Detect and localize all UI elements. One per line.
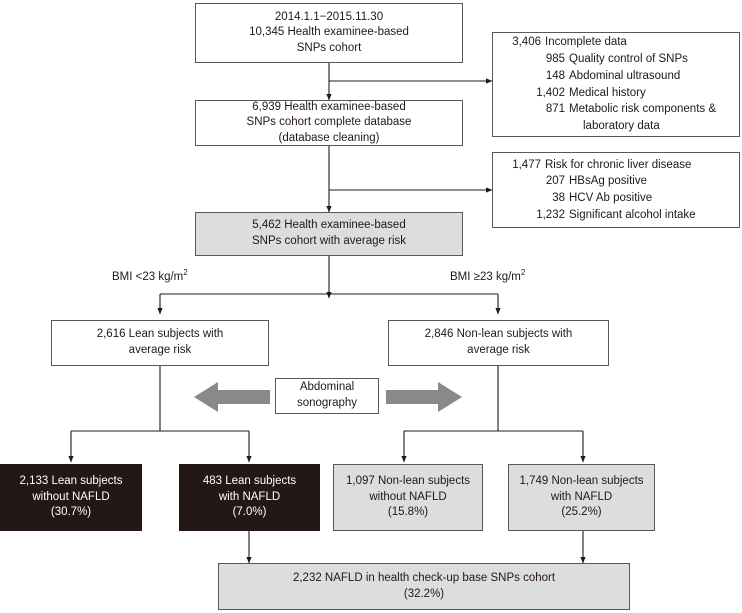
exclusion2-row-1: 207 HBsAg positive [503,173,731,190]
exclusion2-item3-label: Significant alcohol intake [569,208,696,221]
nonlean-no-nafld-desc: without NAFLD [369,490,447,503]
nonlean-no-nafld-count: 1,097 Non-lean subjects [345,475,471,488]
bmi-nonlean-text: BMI ≥23 kg/m [450,270,521,283]
node-lean-without-nafld: 2,133 Lean subjects without NAFLD (30.7%… [0,464,142,531]
exclusion1-item2-count: 148 [545,69,565,82]
exclusion2-item3-count: 1,232 [536,208,565,221]
exclusion2-row-3: 1,232 Significant alcohol intake [503,207,731,224]
average-count: 5,462 Health examinee-based [252,219,406,232]
exclusion1-item1-label: Quality control of SNPs [569,53,688,66]
sonography-line2: sonography [296,397,358,409]
node-nonlean-without-nafld: 1,097 Non-lean subjects without NAFLD (1… [333,464,483,531]
lean-count: 2,616 Lean subjects with [96,328,224,341]
exclusion1-item1-count: 985 [545,53,565,66]
lean-nafld-desc: with NAFLD [218,490,281,503]
node-total-nafld: 2,232 NAFLD in health check-up base SNPs… [218,563,630,610]
nonlean-no-nafld-percent: (15.8%) [387,506,429,519]
exclusion2-item1-label: HBsAg positive [569,175,647,188]
exclusion1-total-count: 3,406 [512,36,541,49]
node-nonlean-with-nafld: 1,749 Non-lean subjects with NAFLD (25.2… [508,464,655,531]
exclusion1-row-total: 3,406 Incomplete data [503,34,731,51]
block-arrow-right-icon [386,382,462,412]
exclusion1-row-4-cont: laboratory data [503,118,731,135]
sonography-line1: Abdominal [299,381,355,394]
bmi-nonlean-sup: 2 [520,268,526,277]
bmi-label-lean: BMI <23 kg/m2 [112,268,188,283]
bmi-lean-sup: 2 [183,268,188,277]
lean-nafld-count: 483 Lean subjects [202,475,297,488]
lean-no-nafld-percent: (30.7%) [50,506,92,519]
cohort-name: SNPs cohort [296,41,362,54]
lean-no-nafld-desc: without NAFLD [32,490,110,503]
bmi-label-nonlean: BMI ≥23 kg/m2 [450,268,525,283]
node-complete-database: 6,939 Health examinee-based SNPs cohort … [195,100,463,146]
exclusion1-row-1: 985 Quality control of SNPs [503,51,731,68]
nonlean-nafld-count: 1,749 Non-lean subjects [519,475,644,488]
lean-no-nafld-count: 2,133 Lean subjects [19,475,123,488]
node-lean-with-nafld: 483 Lean subjects with NAFLD (7.0%) [179,464,320,531]
exclusion-box-incomplete-data: 3,406 Incomplete data 985 Quality contro… [492,32,740,137]
complete-count: 6,939 Health examinee-based [252,100,406,113]
exclusion2-total-count: 1,477 [512,158,541,171]
nonlean-nafld-percent: (25.2%) [561,506,602,519]
node-abdominal-sonography: Abdominal sonography [275,378,379,414]
bmi-lean-text: BMI <23 kg/m [112,270,184,283]
exclusion1-row-3: 1,402 Medical history [503,85,731,102]
average-desc: SNPs cohort with average risk [251,235,407,247]
exclusion1-row-2: 148 Abdominal ultrasound [503,68,731,85]
exclusion2-item1-count: 207 [545,175,565,188]
exclusion1-row-4: 871 Metabolic risk components & [503,101,731,118]
exclusion1-item2-label: Abdominal ultrasound [569,69,681,82]
exclusion1-item3-label: Medical history [569,86,646,99]
nonlean-count: 2,846 Non-lean subjects with [424,328,573,341]
exclusion1-item4-label: Metabolic risk components & [569,103,717,116]
node-nonlean-average-risk: 2,846 Non-lean subjects with average ris… [388,320,609,366]
complete-note: (database cleaning) [278,131,380,144]
exclusion2-row-total: 1,477 Risk for chronic liver disease [503,157,731,174]
block-arrow-left-icon [194,382,270,412]
cohort-period: 2014.1.1−2015.11.30 [274,10,384,23]
lean-nafld-percent: (7.0%) [232,506,267,519]
node-initial-cohort: 2014.1.1−2015.11.30 10,345 Health examin… [195,3,463,63]
exclusion2-item2-label: HCV Ab positive [569,192,653,204]
nonlean-desc: average risk [467,344,530,356]
complete-desc: SNPs cohort complete database [246,116,412,129]
exclusion1-item4-count: 871 [545,103,565,116]
total-nafld-percent: (32.2%) [403,587,445,600]
exclusion2-total-label: Risk for chronic liver disease [545,158,692,171]
cohort-count: 10,345 Health examinee-based [249,26,409,39]
exclusion1-item3-count: 1,402 [536,86,565,99]
exclusion2-row-2: 38 HCV Ab positive [503,190,731,207]
exclusion2-item2-count: 38 [552,192,565,204]
total-nafld-label: 2,232 NAFLD in health check-up base SNPs… [292,571,556,584]
exclusion1-item4-label-cont: laboratory data [583,119,660,132]
exclusion-box-chronic-liver-risk: 1,477 Risk for chronic liver disease 207… [492,152,740,228]
nonlean-nafld-desc: with NAFLD [550,490,613,503]
node-average-risk-cohort: 5,462 Health examinee-based SNPs cohort … [195,212,463,256]
exclusion1-total-label: Incomplete data [545,36,627,49]
node-lean-average-risk: 2,616 Lean subjects with average risk [51,320,269,366]
lean-desc: average risk [128,344,192,356]
